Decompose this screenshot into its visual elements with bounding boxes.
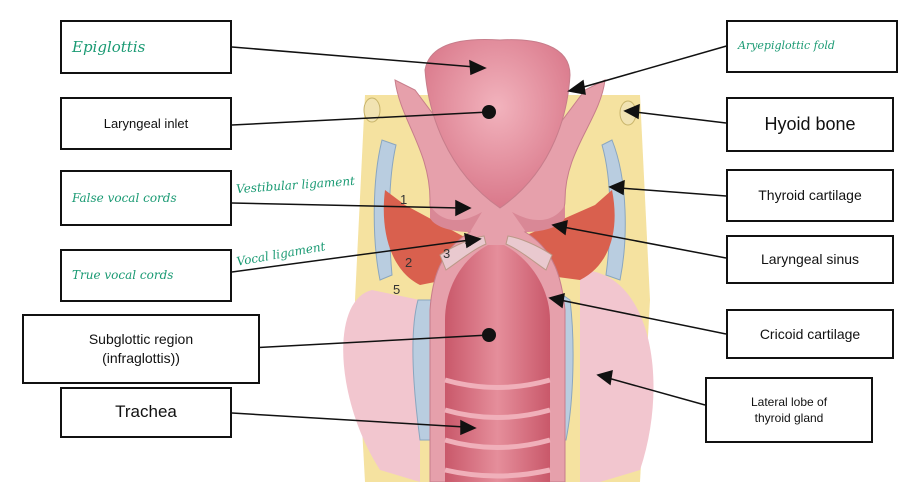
lateral-lobe-label-line2: thyroid gland (754, 411, 824, 425)
figure-number-1: 1 (400, 192, 407, 207)
label-box-laryngeal-sinus: Laryngeal sinus (726, 235, 894, 284)
leader-lateral-lobe (607, 377, 706, 406)
vestibular-fold-left (430, 205, 482, 232)
vocal-fold-right (505, 235, 553, 271)
subglottic-region-label-line1: Subglottic region (88, 331, 194, 348)
label-box-trachea: Trachea (60, 387, 232, 438)
label-box-thyroid-cartilage: Thyroid cartilage (726, 169, 894, 222)
laryngeal-inlet-label: Laryngeal inlet (103, 115, 189, 131)
leader-aryepiglottic (579, 44, 731, 89)
lateral-lobe-label-line1: Lateral lobe of (750, 394, 828, 409)
leader-cricoid (559, 299, 727, 335)
tracheal-ring (444, 377, 551, 390)
label-box-false-vocal-cords: False vocal cords (60, 170, 232, 226)
thyroid-cartilage-label: Thyroid cartilage (758, 187, 862, 204)
thyroid-gland-right (580, 270, 654, 482)
figure-number-2: 2 (405, 255, 412, 270)
subglottic-region-label-line2: (infraglottis)) (102, 350, 180, 366)
trachea-lumen (445, 245, 550, 482)
leader-laryngeal-inlet (231, 111, 490, 126)
label-box-cricoid-cartilage: Cricoid cartilage (726, 309, 894, 359)
hyoid-bone-label: Hyoid bone (764, 114, 856, 135)
tracheal-ring (444, 407, 551, 420)
trachea-label: Trachea (115, 402, 177, 422)
label-box-subglottic-region: Subglottic region (infraglottis)) (22, 314, 260, 384)
label-box-lateral-lobe: Lateral lobe of thyroid gland (705, 377, 873, 443)
laryngeal-sinus-label: Laryngeal sinus (760, 251, 860, 268)
leader-false-vocal-cords (231, 202, 461, 209)
label-box-laryngeal-inlet: Laryngeal inlet (60, 97, 232, 150)
leader-epiglottis (231, 46, 476, 68)
label-box-hyoid-bone: Hyoid bone (726, 97, 894, 152)
hyoid-left (363, 97, 381, 123)
true-vocal-cords-label: True vocal cords (72, 268, 174, 283)
label-box-true-vocal-cords: True vocal cords (60, 249, 232, 302)
leader-subglottic (231, 334, 490, 350)
leader-hyoid (634, 111, 727, 124)
leader-thyroid-cartilage (619, 187, 727, 197)
aryepiglottic-fold-label: Aryepiglottic fold (738, 39, 835, 53)
label-box-aryepiglottic-fold: Aryepiglottic fold (726, 20, 898, 73)
leader-true-vocal-cords (231, 239, 471, 273)
label-box-epiglottis: Epiglottis (60, 20, 232, 74)
thyroid-gland-left (343, 290, 420, 482)
leader-trachea (231, 412, 466, 428)
false-vocal-cords-label: False vocal cords (72, 190, 177, 205)
figure-number-5: 5 (393, 282, 400, 297)
tracheal-ring (444, 467, 551, 479)
leader-laryngeal-sinus (562, 226, 727, 259)
vestibular-fold-right (512, 205, 565, 232)
epiglottis-label: Epiglottis (72, 37, 146, 56)
vocal-fold-left (439, 235, 487, 271)
cricoid-cartilage-label: Cricoid cartilage (759, 325, 861, 342)
tracheal-ring (444, 437, 551, 450)
figure-number-3: 3 (443, 246, 450, 261)
cricoid-left (412, 299, 433, 441)
epiglottis (424, 38, 571, 209)
